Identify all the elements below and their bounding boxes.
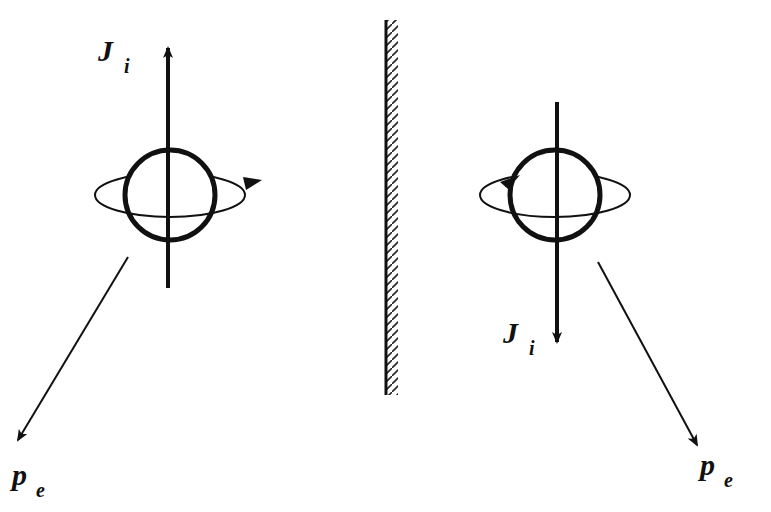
spin-subscript: i [124,56,130,76]
mirror-hatching [386,20,398,395]
momentum-symbol: p [12,460,27,490]
momentum-subscript: e [724,470,733,490]
momentum-symbol: p [700,450,715,480]
spin-symbol: J [503,318,518,348]
right-nucleus [480,102,697,445]
momentum-subscript: e [36,480,45,500]
spin-symbol: J [98,36,113,66]
mirror [385,20,388,395]
spin-subscript: i [529,338,535,358]
left-nucleus [18,48,262,440]
